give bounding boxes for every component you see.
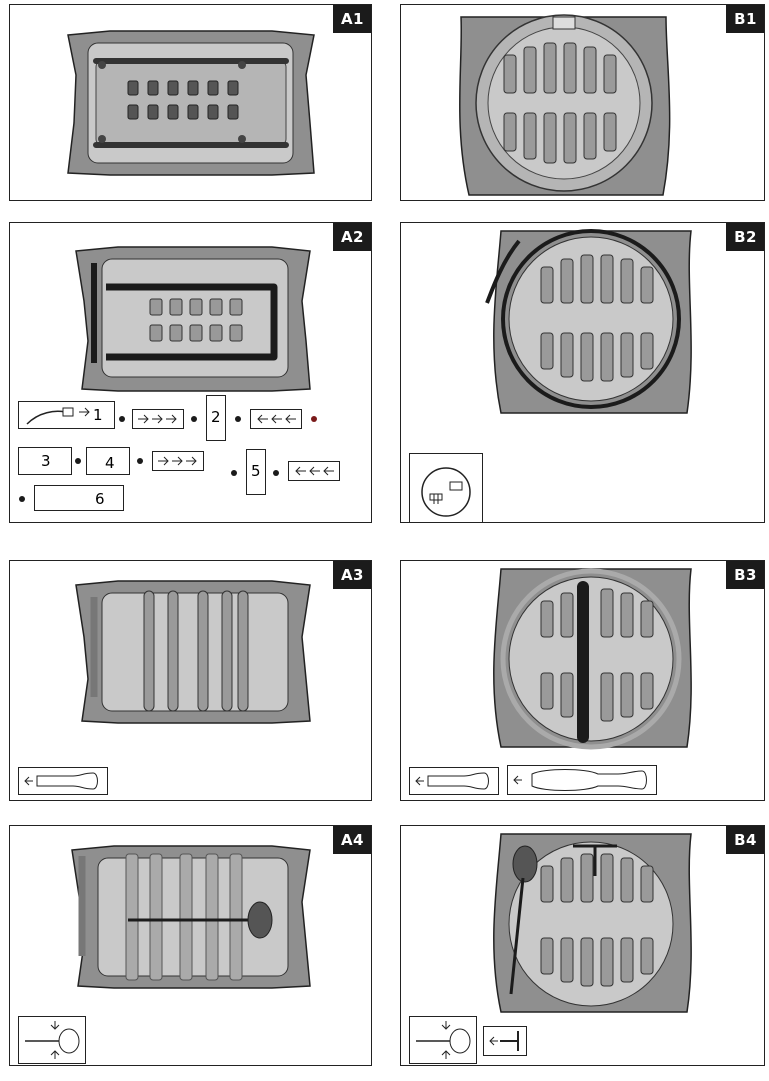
ladle-icon-b4	[416, 1021, 471, 1059]
round-plate-with-skewers	[493, 568, 692, 750]
panel-b2: B2	[400, 222, 765, 523]
grill-plate-top-view	[67, 30, 315, 176]
arrow-left-x3-icon-2	[288, 461, 340, 481]
t-tool-icon	[489, 1031, 519, 1051]
step-number-5: 5	[251, 462, 261, 480]
step-box-2: 2	[206, 395, 226, 441]
step-number-1: 1	[93, 406, 103, 424]
step-box-1: 1	[18, 401, 115, 429]
grill-plate-with-skewers	[75, 580, 311, 724]
panel-label-a3: A3	[332, 561, 371, 589]
panel-label-b1: B1	[726, 5, 764, 33]
spatula-narrow-icon-b3	[415, 772, 489, 790]
skewer-narrow-box	[18, 767, 108, 795]
spatula-wide-icon	[513, 769, 647, 791]
panel-label-b4: B4	[726, 826, 764, 854]
round-plate-with-cord	[485, 229, 692, 414]
panel-a4: A4	[9, 825, 372, 1066]
cord-wind-icon	[421, 467, 471, 517]
panel-label-a4: A4	[332, 826, 371, 854]
round-grill-plate	[459, 14, 671, 196]
skewer-narrow-box-b3	[409, 767, 499, 795]
spatula-narrow-icon	[24, 772, 98, 790]
ladle-box-b4	[409, 1016, 477, 1064]
step-number-2: 2	[211, 408, 221, 426]
cord-store-icon-box	[409, 453, 483, 522]
arrow-left-x3-icon	[250, 409, 302, 429]
ladle-icon	[25, 1021, 80, 1059]
panel-b3: B3	[400, 560, 765, 801]
tool-box-b4	[483, 1026, 527, 1056]
panel-label-b2: B2	[726, 223, 764, 251]
grill-plate-with-ladle	[71, 845, 311, 989]
panel-a3: A3	[9, 560, 372, 801]
cord-plug-icon	[26, 407, 90, 425]
step-box-6: 6	[34, 485, 124, 511]
panel-label-b3: B3	[726, 561, 764, 589]
step-number-3: 3	[41, 452, 51, 470]
step-dots	[19, 416, 317, 502]
step-box-5: 5	[246, 449, 266, 495]
panel-label-a1: A1	[332, 5, 371, 33]
step-box-3: 3	[18, 447, 72, 475]
arrow-right-x3-icon-2	[152, 451, 204, 471]
step-number-6: 6	[95, 490, 105, 508]
ladle-box-a4	[18, 1016, 86, 1064]
grill-plate-with-cord-wound	[75, 246, 311, 392]
panel-a1: A1	[9, 4, 372, 201]
step-box-4: 4	[86, 447, 130, 475]
panel-b1: B1	[400, 4, 765, 201]
panel-label-a2: A2	[332, 223, 371, 251]
arrow-right-x3-icon	[132, 409, 184, 429]
panel-a2: A2 1 2 3 4 5 6	[9, 222, 372, 523]
round-plate-with-ladle-and-tool	[493, 833, 692, 1013]
step-number-4: 4	[105, 454, 115, 472]
panel-b4: B4	[400, 825, 765, 1066]
skewer-wide-box	[507, 765, 657, 795]
